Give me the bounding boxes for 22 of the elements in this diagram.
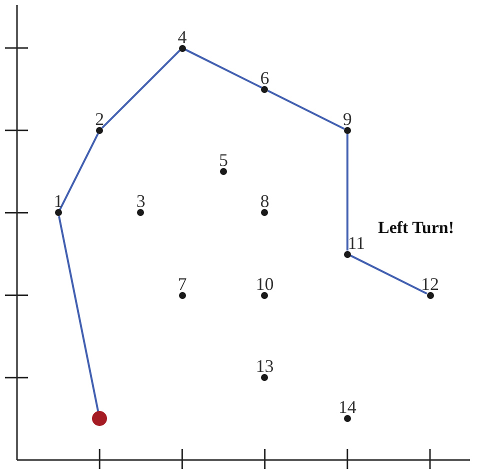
point-label: 3 — [136, 193, 146, 210]
hull-line — [184, 48, 262, 89]
point-label: 13 — [256, 358, 274, 374]
point-label: 9 — [342, 110, 352, 127]
point-label: 5 — [219, 152, 228, 168]
point-label: 14 — [338, 399, 356, 416]
point-label: 11 — [346, 234, 366, 250]
point-label: 1 — [54, 193, 63, 210]
point-label: 6 — [260, 70, 270, 86]
point-label: 2 — [95, 110, 104, 127]
annotation-text: Left Turn! — [378, 218, 454, 238]
hull-line — [346, 134, 348, 250]
hull-line — [58, 216, 100, 412]
hull-line — [350, 254, 428, 295]
point-label: 8 — [260, 193, 270, 210]
point-label: 10 — [256, 276, 274, 292]
point-label: 12 — [421, 276, 439, 292]
hull-line — [101, 50, 180, 129]
point-label: 7 — [178, 276, 187, 292]
hull-line — [267, 90, 345, 130]
point-label: 4 — [178, 28, 187, 44]
hull-line — [58, 133, 99, 210]
